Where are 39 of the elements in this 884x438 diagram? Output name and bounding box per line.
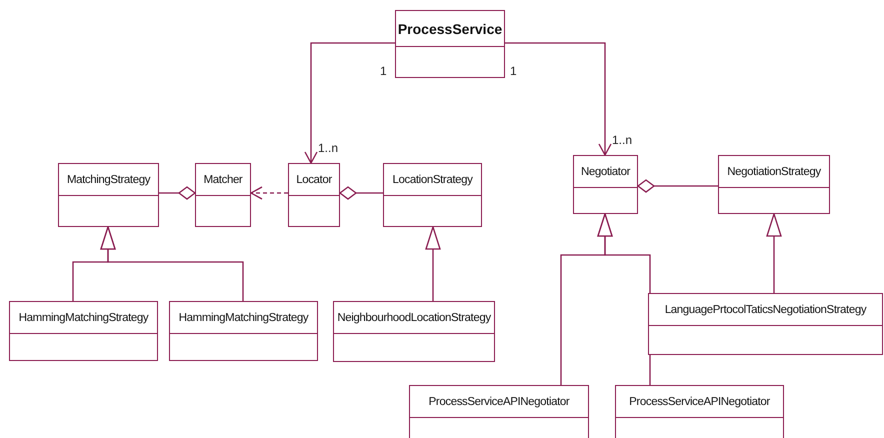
class-name: NeighbourhoodLocationStrategy [337,312,491,324]
multiplicity-label: 1 [510,64,517,78]
dependency-arrow [250,186,288,200]
inheritance-arrow [100,226,244,301]
class-name: Negotiator [580,166,630,178]
inheritance-arrow [766,213,782,293]
class-name: LocationStrategy [392,174,472,186]
class-box [409,385,589,438]
class-box [288,163,340,227]
class-name: LanguagePrtocolTaticsNegotiationStrategy [664,304,866,316]
aggregation-connector [159,186,196,200]
class-name: ProcessServiceAPINegotiator [428,396,570,408]
class-box [648,293,883,355]
multiplicity-label: 1 [380,64,387,78]
class-box [383,163,482,227]
aggregation-connector [339,186,383,200]
class-box [615,385,784,438]
class-box [58,163,159,227]
multiplicity-label: 1..n [612,133,632,147]
class-name: ProcessService [398,20,502,36]
class-name: HammingMatchingStrategy [18,312,148,324]
class-name: ProcessServiceAPINegotiator [629,396,770,408]
class-name: MatchingStrategy [66,174,150,186]
class-box [573,155,638,214]
class-box [9,301,158,361]
association-arrow [304,42,395,164]
class-box [395,10,505,78]
association-arrow [505,42,612,156]
class-name: HammingMatchingStrategy [178,312,308,324]
class-name: Matcher [204,174,242,186]
inheritance-arrow [425,226,441,301]
multiplicity-label: 1..n [318,141,338,155]
class-box [718,155,830,214]
aggregation-connector [637,179,718,193]
class-box [169,301,318,361]
class-box [333,301,495,362]
class-box [195,163,251,227]
class-name: NegotiationStrategy [727,166,821,178]
class-name: Locator [296,174,332,186]
